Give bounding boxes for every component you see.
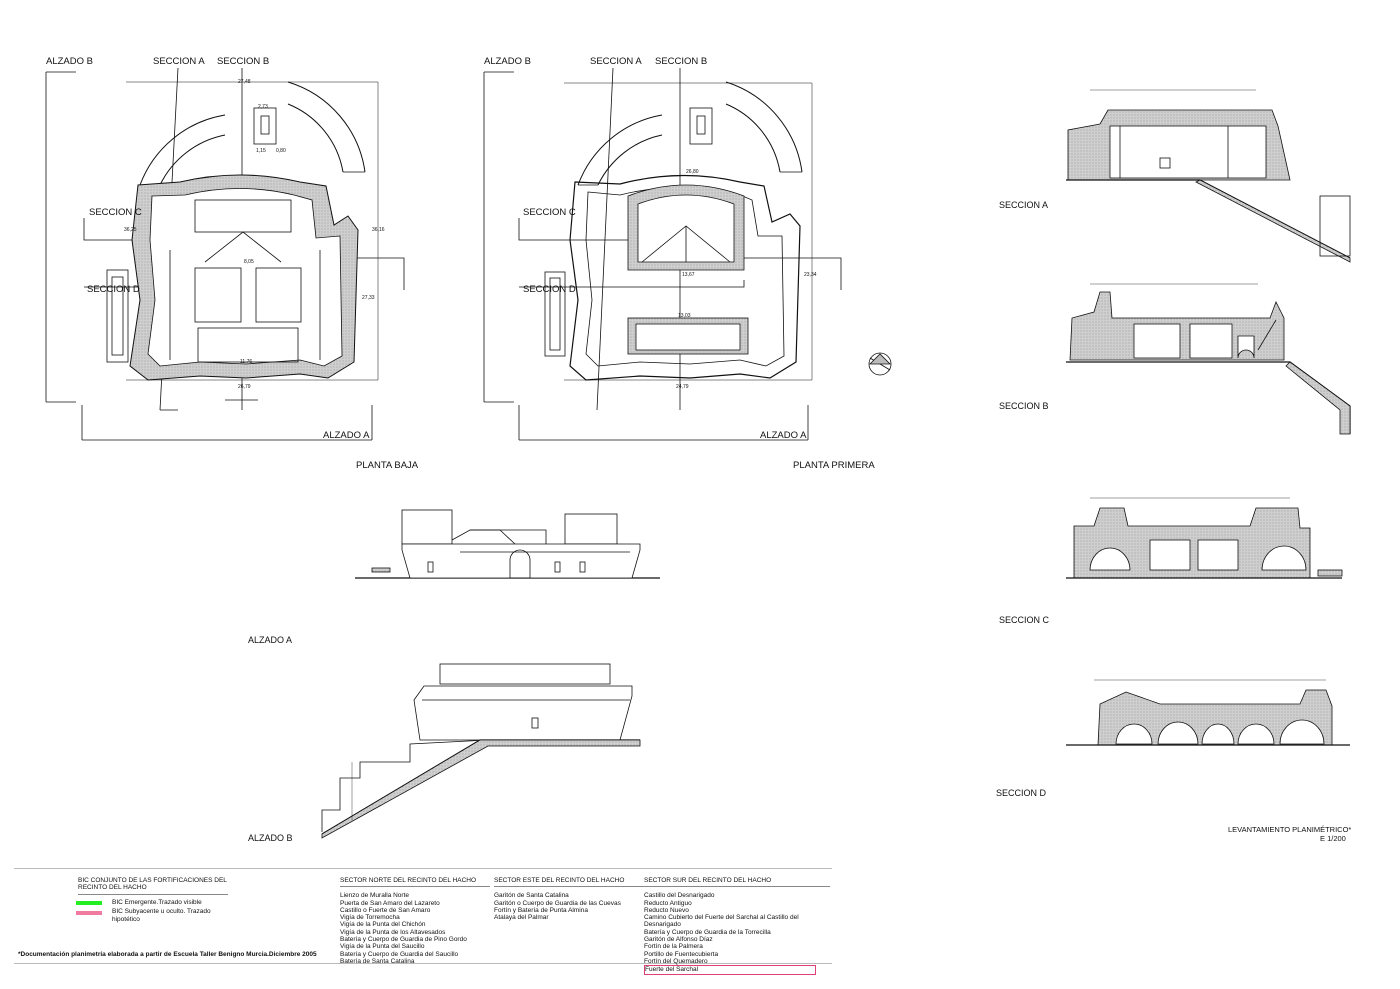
list-item: Vigía de la Punta del Chichón: [340, 921, 426, 929]
legend-key: BIC CONJUNTO DE LAS FORTIFICACIONES DEL …: [78, 877, 228, 895]
dim-pb-small1: 2,73: [258, 104, 268, 110]
list-item: Batería de Santa Catalina: [340, 957, 415, 965]
list-item: Garitón o Cuerpo de Guardia de las Cueva…: [494, 899, 621, 907]
list-item: Reducto Antiguo: [644, 899, 692, 907]
list-item: Fortín de la Palmera: [644, 943, 703, 951]
levantamiento-title: LEVANTAMIENTO PLANIMÉTRICO*: [1228, 825, 1352, 834]
seccion-c-marker-2: SECCION C: [523, 207, 576, 218]
list-item: Castillo o Fuerte de San Amaro: [340, 906, 431, 914]
list-item: Batería y Cuerpo de Guardia del Saucillo: [340, 950, 459, 958]
alzado-b-elevation: [321, 663, 641, 839]
sector-este: SECTOR ESTE DEL RECINTO DEL HACHO Garitó…: [494, 877, 644, 921]
list-item: Vigía de la Punta de los Altavesados: [340, 928, 446, 936]
seccion-c-drawing: [1066, 497, 1343, 579]
highlighted-item: Fuerte del Sarchal: [644, 965, 816, 975]
green-label: BIC Emergente.Trazado visible: [112, 899, 202, 906]
dim-pp-bottom: 24,79: [676, 384, 689, 390]
dim-pp-inner2: 13,03: [678, 313, 691, 319]
dim-pp-top: 26,80: [686, 169, 699, 175]
seccion-b-marker-2: SECCION B: [655, 56, 708, 67]
list-item: Vigía de la Punta del Saucillo: [340, 943, 425, 951]
list-item: Vigía de Torremocha: [340, 914, 400, 922]
dim-pb-bottom2: 11,76: [240, 359, 253, 365]
planta-baja-plan: [45, 67, 405, 441]
planta-primera-title: PLANTA PRIMERA: [793, 460, 875, 471]
planta-baja-title: PLANTA BAJA: [356, 460, 419, 471]
seccion-d-drawing: [1066, 679, 1350, 746]
list-item: Portillo de Fuentecubierta: [644, 950, 719, 958]
list-item: Lienzo de Muralla Norte: [340, 892, 410, 900]
list-item: Atalaya del Palmar: [494, 914, 549, 922]
dim-pb-bottom: 26,79: [238, 384, 251, 390]
dim-pp-right: 23,34: [804, 272, 817, 278]
dim-pb-top: 27,48: [238, 79, 251, 85]
dim-pp-inner: 13,67: [682, 272, 695, 278]
list-item: Fortín del Quemadero: [644, 957, 708, 965]
seccion-b-marker-1: SECCION B: [217, 56, 270, 67]
list-item: Camino Cubierto del Fuerte del Sarchal a…: [644, 914, 799, 929]
seccion-c-marker-1: SECCION C: [89, 207, 142, 218]
list-item: Reducto Nuevo: [644, 906, 689, 914]
dim-pb-right2: 27,33: [362, 295, 375, 301]
sector-norte-heading: SECTOR NORTE DEL RECINTO DEL HACHO: [340, 877, 490, 888]
alzado-a-elevation: [355, 509, 660, 579]
alzado-a-title: ALZADO A: [248, 635, 293, 645]
alzado-b-marker-1: ALZADO B: [46, 56, 93, 67]
legend-title: BIC CONJUNTO DE LAS FORTIFICACIONES DEL …: [78, 877, 228, 895]
list-item: Castillo del Desnarigado: [644, 892, 715, 900]
dim-pb-small2: 1,15: [256, 148, 266, 154]
seccion-a-drawing: [1066, 89, 1351, 263]
legend-panel: BIC CONJUNTO DE LAS FORTIFICACIONES DEL …: [14, 868, 832, 975]
seccion-a-marker-1: SECCION A: [153, 56, 205, 67]
list-item: Batería y Cuerpo de Guardia de la Torrec…: [644, 928, 771, 936]
seccion-d-title: SECCION D: [996, 788, 1047, 798]
north-arrow: [868, 352, 892, 376]
scale-label: E 1/200: [1320, 834, 1346, 843]
dim-pb-left: 36,25: [124, 227, 137, 233]
list-item: Garitón de Alfonso Díaz: [644, 936, 713, 944]
alzado-b-title: ALZADO B: [248, 833, 293, 843]
dim-pb-right: 36,16: [372, 227, 385, 233]
seccion-a-marker-2: SECCION A: [590, 56, 642, 67]
planta-primera-plan: [483, 67, 842, 441]
alzado-b-marker-2: ALZADO B: [484, 56, 531, 67]
dim-pb-inner1: 8,05: [244, 259, 254, 265]
sector-este-heading: SECTOR ESTE DEL RECINTO DEL HACHO: [494, 877, 644, 888]
dim-pb-small3: 0,80: [276, 148, 286, 154]
list-item: Puerta de San Amaro del Lazareto: [340, 899, 440, 907]
sector-sur-heading: SECTOR SUR DEL RECINTO DEL HACHO: [644, 877, 830, 888]
legend-bottom-rule: [14, 963, 832, 964]
seccion-a-title: SECCION A: [999, 200, 1049, 210]
legend-top-rule: [14, 868, 832, 869]
sector-norte: SECTOR NORTE DEL RECINTO DEL HACHO Lienz…: [340, 877, 490, 965]
green-swatch: [76, 901, 102, 905]
list-item: Batería y Cuerpo de Guardia de Pino Gord…: [340, 936, 467, 944]
list-item: Fortín y Batería de Punta Almina: [494, 906, 588, 914]
alzado-a-marker-1: ALZADO A: [323, 430, 370, 441]
pink-label: BIC Subyacente u oculto. Trazado hipotét…: [112, 908, 211, 923]
seccion-c-title: SECCION C: [999, 615, 1050, 625]
seccion-d-marker-2: SECCION D: [523, 284, 576, 295]
alzado-a-marker-2: ALZADO A: [760, 430, 807, 441]
footnote: *Documentación planimetría elaborada a p…: [18, 951, 317, 958]
seccion-b-title: SECCION B: [999, 401, 1049, 411]
seccion-b-drawing: [1066, 283, 1351, 435]
seccion-d-marker-1: SECCION D: [87, 284, 140, 295]
list-item: Garitón de Santa Catalina: [494, 892, 569, 900]
pink-swatch: [76, 911, 102, 915]
sector-sur: SECTOR SUR DEL RECINTO DEL HACHO Castill…: [644, 877, 830, 975]
